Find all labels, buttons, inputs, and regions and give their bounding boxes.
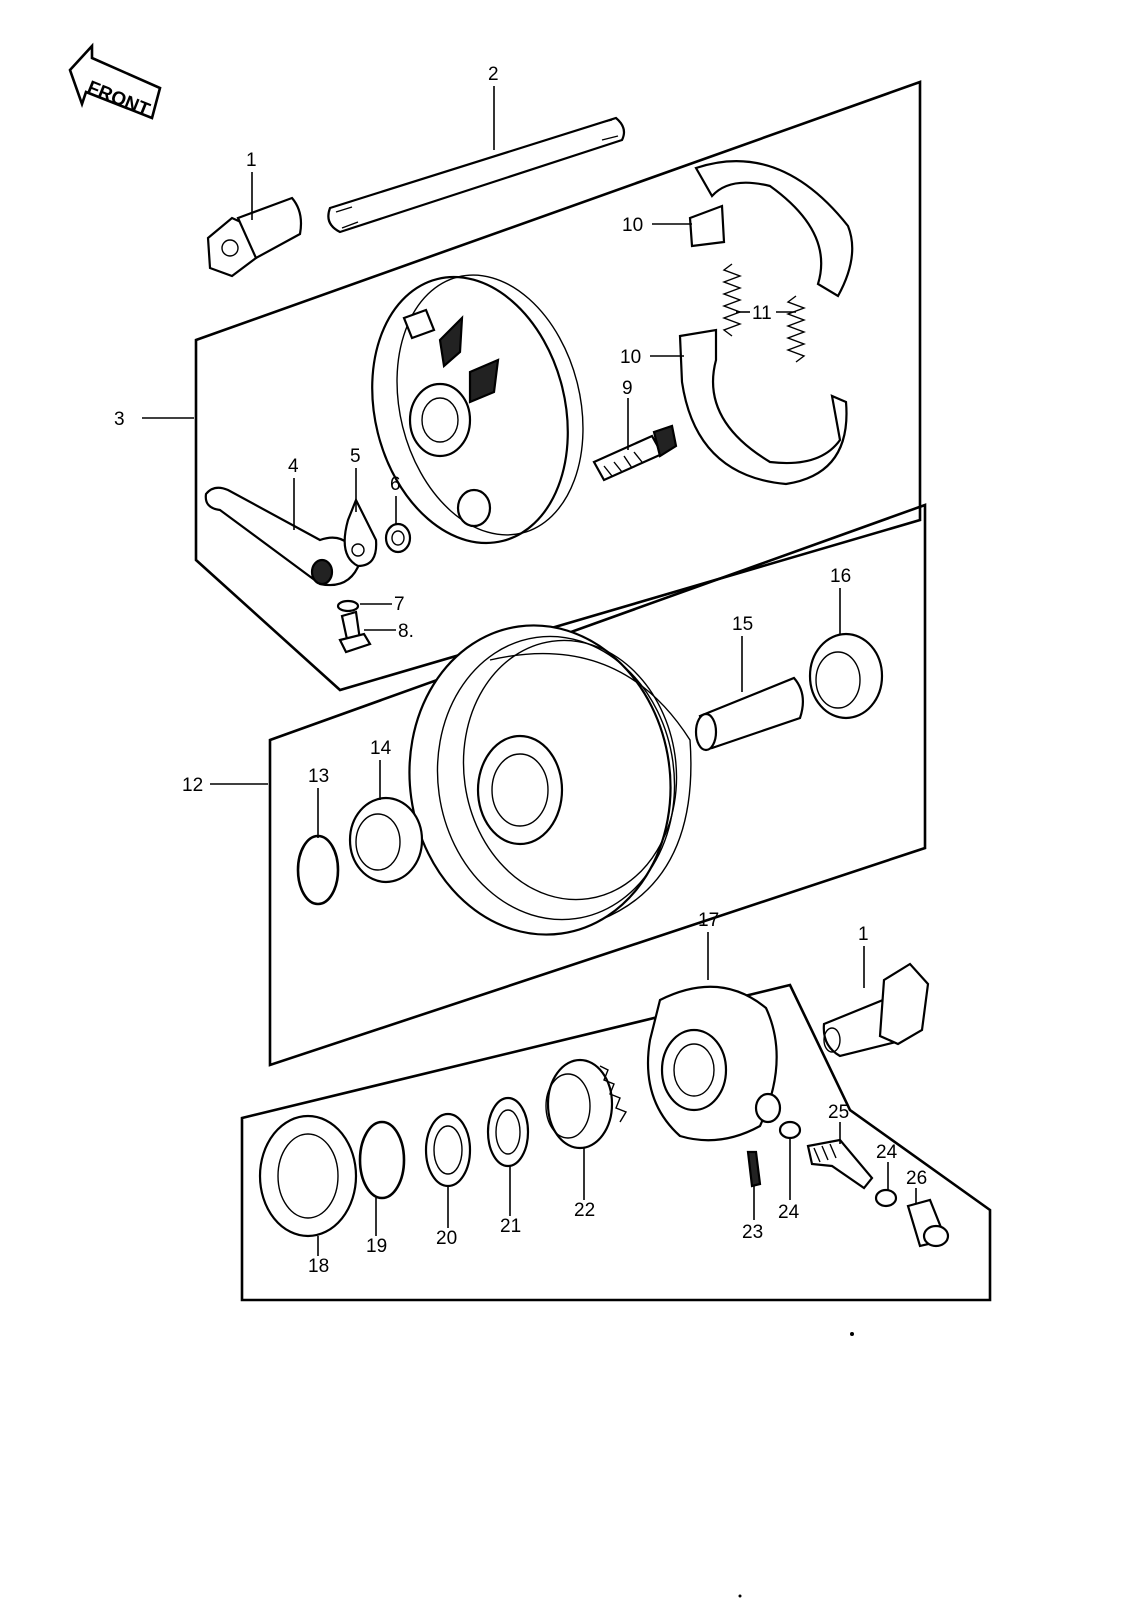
gear-housing-group-frame: [240, 983, 992, 1302]
front-arrow-label: FRONT: [84, 77, 153, 121]
callout-3: 3: [114, 409, 125, 430]
axle-shaft: [327, 116, 626, 234]
callout-13: 13: [308, 766, 329, 787]
callout-10-upper: 10: [622, 215, 643, 236]
callout-24-left: 24: [778, 1202, 800, 1223]
callout-10-lower: 10: [620, 347, 641, 368]
pin-23: [746, 1150, 762, 1188]
callout-15: 15: [732, 614, 753, 635]
brake-panel-group-frame: [194, 80, 922, 692]
bearing-16: [808, 632, 884, 720]
hub-group-frame: [268, 503, 927, 1067]
callout-4: 4: [288, 456, 299, 477]
callout-19: 19: [366, 1236, 387, 1257]
speck-mark: [738, 1594, 742, 1598]
callout-6: 6: [390, 474, 401, 495]
front-direction-arrow: FRONT: [68, 42, 162, 121]
speedometer-pinion: [806, 1138, 874, 1190]
callout-14: 14: [370, 738, 392, 759]
callout-1-top: 1: [246, 150, 257, 171]
callout-26: 26: [906, 1168, 927, 1189]
callout-22: 22: [574, 1200, 595, 1221]
callout-9: 9: [622, 378, 633, 399]
leader-lines: [142, 86, 917, 1256]
callout-25: 25: [828, 1102, 849, 1123]
callout-18: 18: [308, 1256, 329, 1277]
callout-2: 2: [488, 64, 499, 85]
callout-16: 16: [830, 566, 851, 587]
washer-20: [424, 1112, 472, 1188]
washer-7: [336, 599, 360, 613]
callout-17: 17: [698, 910, 719, 931]
callout-21: 21: [500, 1216, 521, 1237]
callout-7: 7: [394, 594, 405, 615]
brake-shoe-lower: [678, 328, 848, 486]
callout-12: 12: [182, 775, 203, 796]
speedometer-gear-drive: [545, 1058, 628, 1150]
washer-24-left: [778, 1120, 802, 1140]
brake-cam-shaft: [592, 424, 678, 482]
callout-labels: 1 2 3 4 5 6 7 8. 9 10 10 11 12 13 14 15 …: [114, 64, 927, 1277]
callout-11: 11: [752, 303, 772, 324]
callout-8: 8.: [398, 621, 414, 642]
axle-nut-top: [206, 196, 303, 278]
speck-mark: [850, 1332, 854, 1336]
distance-collar: [694, 676, 805, 752]
washer-24-right: [874, 1188, 898, 1208]
speedometer-gear-housing: [646, 985, 782, 1142]
dust-seal: [384, 522, 412, 554]
axle-nut-bottom: [822, 962, 930, 1058]
shoe-spring-left: [722, 263, 742, 337]
grease-seal-18: [258, 1114, 358, 1238]
bearing-14: [348, 796, 424, 884]
shoe-spring-right: [786, 295, 806, 363]
wheel-hub: [408, 624, 692, 936]
brake-panel-disc: [371, 274, 584, 545]
callout-24-right: 24: [876, 1142, 898, 1163]
callout-5: 5: [350, 446, 361, 467]
brake-shoe-upper: [688, 160, 854, 298]
callout-20: 20: [436, 1228, 457, 1249]
circlip-13: [296, 834, 340, 906]
bolt-8: [338, 610, 372, 654]
wear-indicator: [343, 497, 378, 568]
retainer-21: [486, 1096, 530, 1168]
callout-23: 23: [742, 1222, 763, 1243]
callout-1-bottom: 1: [858, 924, 869, 945]
circlip-19: [358, 1120, 406, 1200]
brake-cam-lever: [204, 486, 362, 587]
bushing-26: [906, 1198, 950, 1248]
